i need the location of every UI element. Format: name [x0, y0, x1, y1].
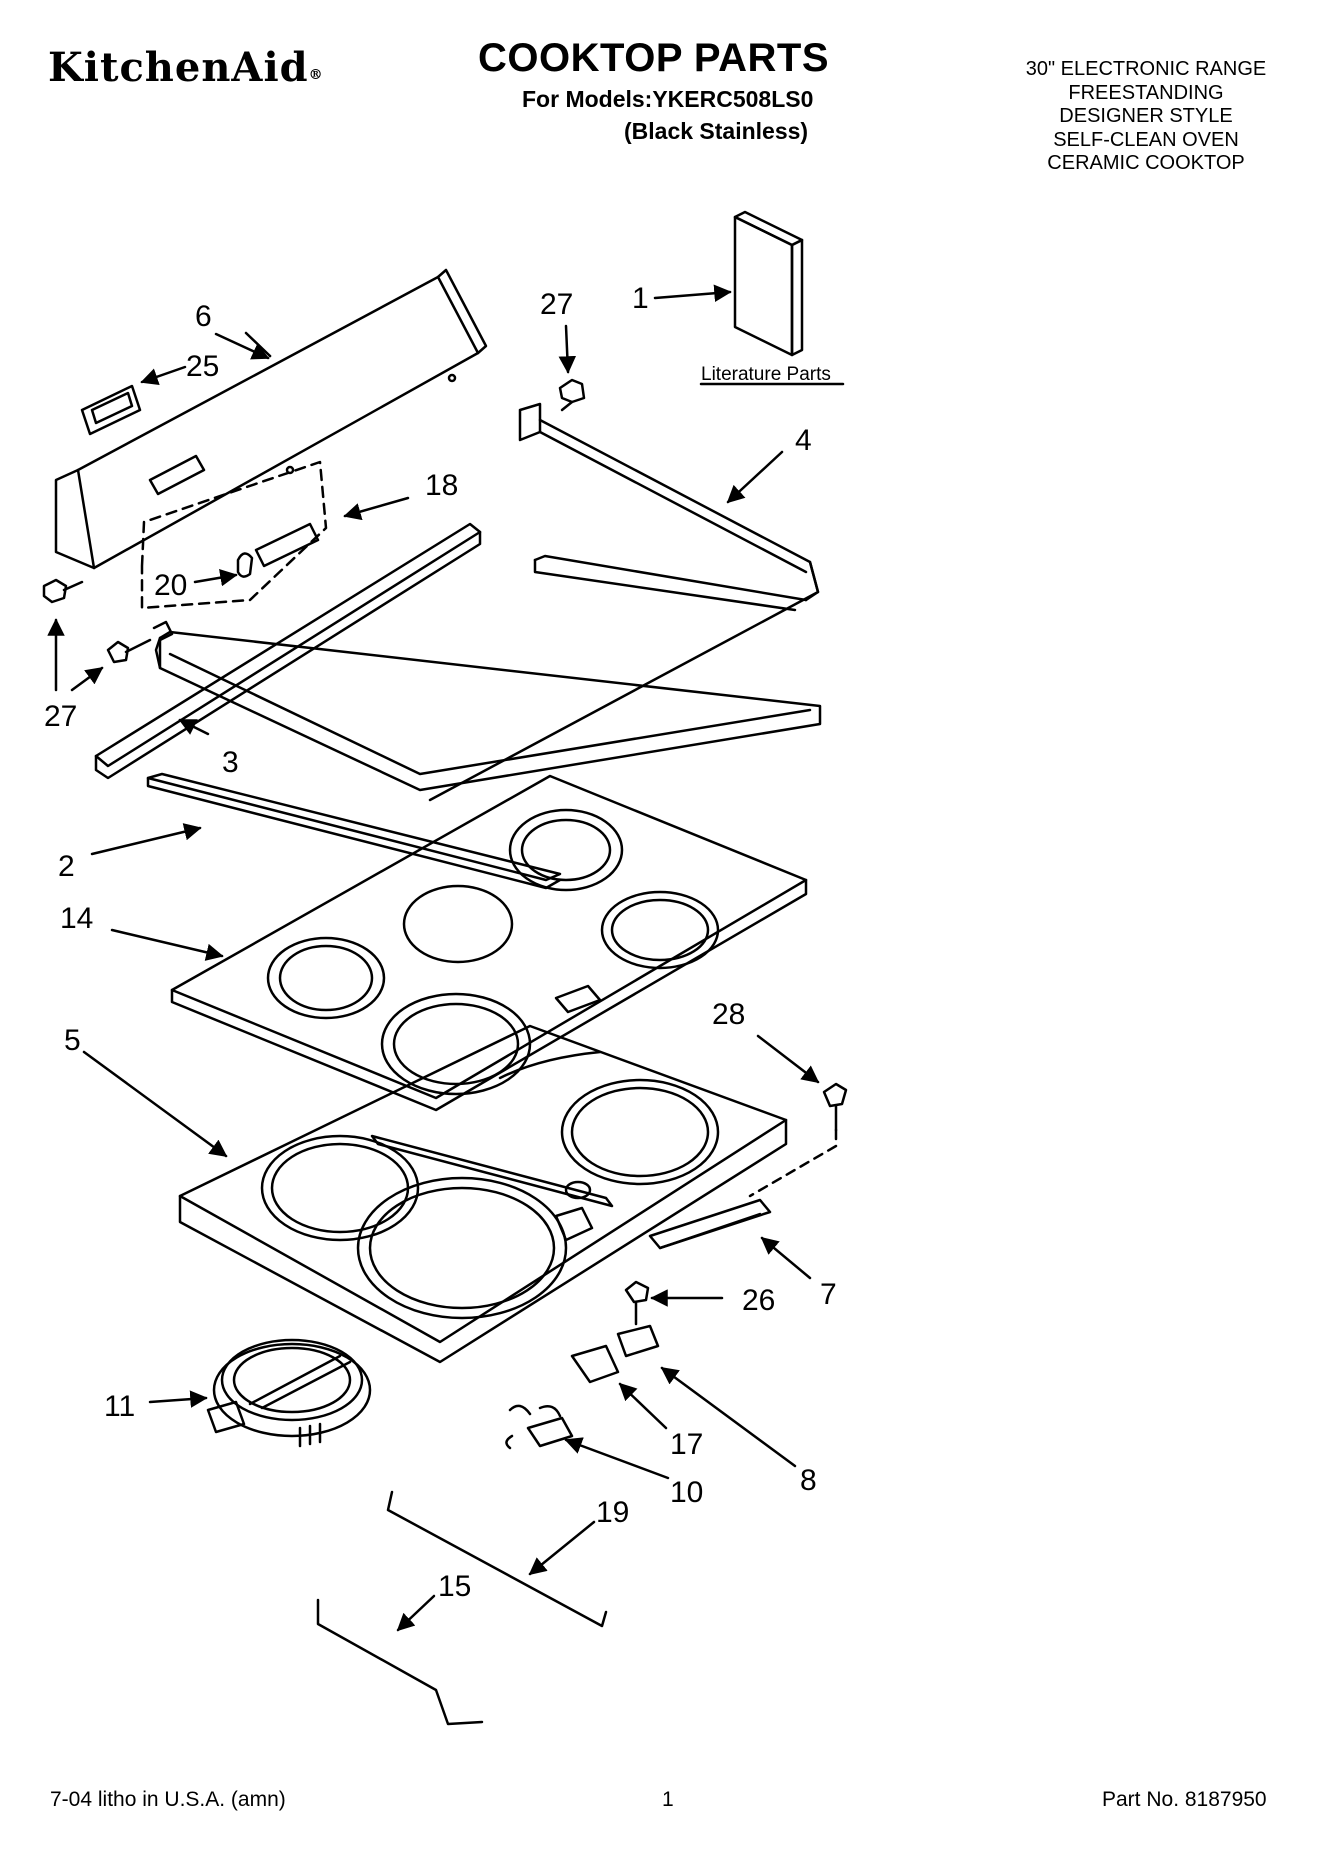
callout-4: 4 — [795, 424, 812, 457]
leader-14 — [110, 928, 224, 961]
models-line: For Models:YKERC508LS0 — [522, 86, 814, 112]
screw-27-lower-left — [106, 638, 152, 664]
bracket-clip-17 — [570, 1344, 620, 1384]
leader-3 — [178, 718, 210, 736]
screw-27-upper-right — [558, 378, 586, 412]
page-number: 1 — [662, 1788, 674, 1811]
leader-28 — [756, 1034, 820, 1084]
leader-27-diagonal — [70, 666, 104, 692]
variant-line: (Black Stainless) — [624, 118, 809, 144]
trim-frame — [152, 620, 822, 792]
callout-27-right: 27 — [540, 288, 573, 321]
backguard-panel — [54, 268, 488, 570]
leader-10 — [564, 1437, 670, 1480]
wire-harness-19 — [386, 1490, 608, 1628]
part-number: Part No. 8187950 — [1102, 1788, 1267, 1811]
leader-27-right — [558, 324, 577, 374]
support-frame — [428, 402, 820, 802]
description-line: SELF-CLEAN OVEN — [1053, 128, 1239, 151]
terminal-block — [505, 1404, 574, 1450]
callout-1: 1 — [632, 282, 649, 315]
screw-28 — [822, 1082, 848, 1132]
callout-7: 7 — [820, 1278, 837, 1311]
callout-6: 6 — [195, 300, 212, 333]
description-line: 30" ELECTRONIC RANGE — [1025, 58, 1267, 80]
mounting-bracket-8 — [616, 1324, 660, 1358]
product-description: 30" ELECTRONIC RANGE FREESTANDING DESIGN… — [996, 58, 1296, 176]
callout-3: 3 — [222, 746, 239, 779]
callout-11: 11 — [104, 1390, 135, 1423]
litho-footer: 7-04 litho in U.S.A. (amn) — [50, 1788, 286, 1811]
description-line: CERAMIC COOKTOP — [1047, 152, 1245, 174]
callout-5: 5 — [64, 1024, 81, 1057]
leader-18 — [343, 496, 410, 521]
callout-10: 10 — [670, 1476, 703, 1509]
wire-harness-15 — [316, 1598, 484, 1726]
literature-parts-label: Literature Parts — [701, 364, 831, 385]
callout-17: 17 — [670, 1428, 703, 1461]
page-title: COOKTOP PARTS — [478, 36, 829, 80]
callout-8: 8 — [800, 1464, 817, 1497]
leader-4 — [726, 450, 784, 504]
screw-28-dashed-path — [748, 1128, 838, 1198]
literature-parts-book — [733, 210, 804, 357]
leader-7 — [760, 1236, 812, 1280]
description-line: FREESTANDING — [1068, 81, 1224, 104]
callout-20: 20 — [154, 569, 187, 602]
leader-5 — [82, 1050, 228, 1158]
callout-27-left: 27 — [44, 700, 77, 733]
front-rail — [648, 1198, 772, 1250]
leader-19 — [528, 1520, 596, 1576]
gasket-strip-3 — [94, 522, 482, 780]
leader-17 — [618, 1382, 668, 1430]
leader-2 — [90, 823, 202, 856]
cooktop-gasket — [146, 772, 562, 890]
callout-2: 2 — [58, 850, 75, 883]
ceramic-glass-cooktop — [170, 774, 808, 1112]
screw-27-upper-left — [42, 578, 84, 604]
leader-15 — [396, 1594, 436, 1632]
screw-26 — [624, 1280, 650, 1326]
callout-15: 15 — [438, 1570, 471, 1603]
callout-14: 14 — [60, 902, 93, 935]
callout-26: 26 — [742, 1284, 775, 1317]
leader-1 — [653, 284, 732, 302]
callout-18: 18 — [425, 469, 458, 502]
control-switch-group — [140, 460, 328, 610]
cooktop-base-pan — [178, 1024, 788, 1364]
leader-25 — [140, 365, 187, 386]
description-line: DESIGNER STYLE — [1059, 105, 1233, 127]
callout-19: 19 — [596, 1496, 629, 1529]
nameplate-badge — [80, 384, 142, 436]
leader-6 — [214, 332, 270, 360]
leader-11 — [148, 1390, 208, 1408]
brand-logo: KitchenAid® — [48, 44, 324, 91]
callout-28: 28 — [712, 998, 745, 1031]
leader-20 — [193, 569, 238, 587]
callout-25: 25 — [186, 350, 219, 383]
radiant-surface-element — [206, 1338, 372, 1448]
leader-8 — [660, 1366, 797, 1468]
